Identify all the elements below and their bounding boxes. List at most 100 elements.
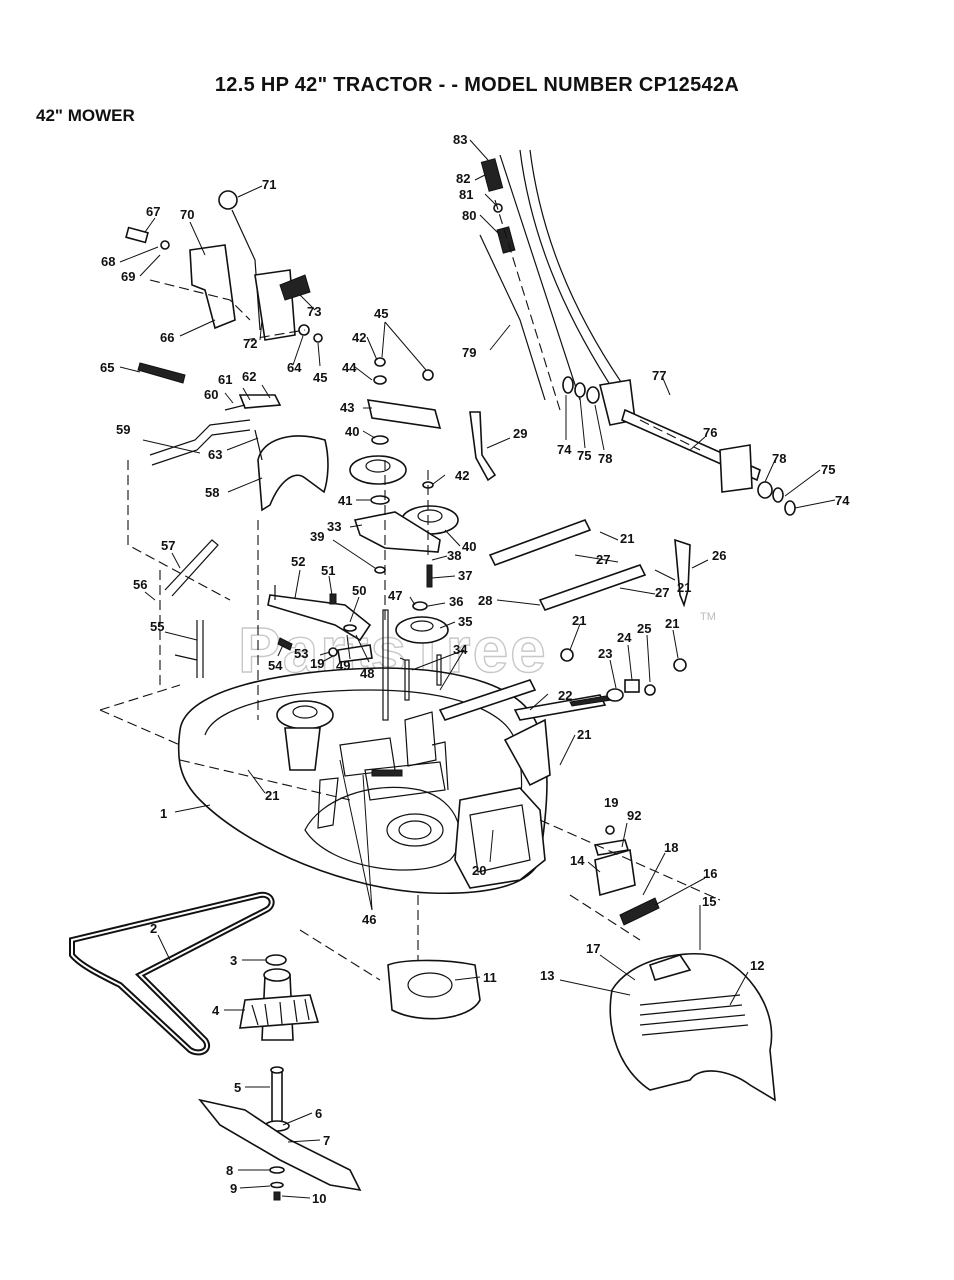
callout-51: 51 [321,563,335,578]
callout-40-b: 40 [462,539,476,554]
belt-guard [257,435,329,512]
callout-60: 60 [204,387,218,402]
callout-62: 62 [242,369,256,384]
callout-53: 53 [294,646,308,661]
callout-72: 72 [243,336,257,351]
phantom-lines [99,199,721,981]
callout-45-a: 45 [374,306,388,321]
callout-22: 22 [558,688,572,703]
callout-21-f: 21 [677,580,691,595]
callout-10: 10 [312,1191,326,1206]
callout-78-b: 78 [772,451,786,466]
callout-50: 50 [352,583,366,598]
callout-12: 12 [750,958,764,973]
callout-27-b: 27 [655,585,669,600]
callout-54: 54 [268,658,283,673]
callout-71: 71 [262,177,276,192]
callout-45-b: 45 [313,370,327,385]
callout-15: 15 [702,894,716,909]
callout-75-a: 75 [577,448,591,463]
callout-3: 3 [230,953,237,968]
callout-35: 35 [458,614,472,629]
callout-9: 9 [230,1181,237,1196]
callout-82: 82 [456,171,470,186]
callout-21-e: 21 [620,531,634,546]
callout-49: 49 [336,658,350,673]
callout-70: 70 [180,207,194,222]
watermark-trademark: TM [700,611,716,623]
callout-36: 36 [449,594,463,609]
mower-deck [177,667,548,895]
callout-69: 69 [121,269,135,284]
callout-80: 80 [462,208,476,223]
callout-labels: 1 2 3 4 5 6 7 8 9 10 11 12 13 14 15 16 1… [100,132,850,1206]
callout-77: 77 [652,368,666,383]
callout-46: 46 [362,912,376,927]
callout-61: 61 [218,372,232,387]
callout-14: 14 [570,853,585,868]
callout-92: 92 [627,808,641,823]
callout-55: 55 [150,619,164,634]
lift-linkage-left [137,362,282,678]
callout-33: 33 [327,519,341,534]
callout-37: 37 [458,568,472,583]
callout-28: 28 [478,593,492,608]
callout-58: 58 [205,485,219,500]
spindle-assembly [197,954,362,1201]
callout-56: 56 [133,577,147,592]
callout-42-b: 42 [455,468,469,483]
callout-76: 76 [703,425,717,440]
callout-81: 81 [459,187,473,202]
upper-rod-assembly [479,149,796,516]
callout-74-a: 74 [557,442,572,457]
callout-16: 16 [703,866,717,881]
callout-21-d: 21 [665,616,679,631]
callout-41: 41 [338,493,352,508]
callout-43: 43 [340,400,354,415]
callout-19-b: 19 [310,656,324,671]
callout-73: 73 [307,304,321,319]
callout-79: 79 [462,345,476,360]
callout-4: 4 [212,1003,220,1018]
callout-19-a: 19 [604,795,618,810]
callout-74-b: 74 [835,493,850,508]
callout-34: 34 [453,642,468,657]
callout-1: 1 [160,806,167,821]
callout-66: 66 [160,330,174,345]
callout-57: 57 [161,538,175,553]
callout-44: 44 [342,360,357,375]
callout-7: 7 [323,1133,330,1148]
callout-24: 24 [617,630,632,645]
callout-11: 11 [483,970,497,985]
callout-78-a: 78 [598,451,612,466]
callout-18: 18 [664,840,678,855]
discharge-assembly [387,825,776,1102]
callout-39: 39 [310,529,324,544]
section-title: 42" MOWER [36,106,135,125]
callout-42-a: 42 [352,330,366,345]
callout-20: 20 [472,863,486,878]
callout-6: 6 [315,1106,322,1121]
callout-48: 48 [360,666,374,681]
callout-17: 17 [586,941,600,956]
callout-27-a: 27 [596,552,610,567]
callout-23: 23 [598,646,612,661]
callout-21-b: 21 [577,727,591,742]
leader-lines [119,139,836,1199]
callout-63: 63 [208,447,222,462]
callout-65: 65 [100,360,114,375]
callout-47: 47 [388,588,402,603]
callout-2: 2 [150,921,157,936]
callout-38: 38 [447,548,461,563]
callout-29: 29 [513,426,527,441]
callout-64: 64 [287,360,302,375]
callout-13: 13 [540,968,554,983]
callout-52: 52 [291,554,305,569]
callout-40-a: 40 [345,424,359,439]
mower-belt [69,891,275,1056]
page-title: 12.5 HP 42" TRACTOR - - MODEL NUMBER CP1… [214,74,740,96]
callout-21-a: 21 [265,788,279,803]
callout-75-b: 75 [821,462,835,477]
callout-59: 59 [116,422,130,437]
